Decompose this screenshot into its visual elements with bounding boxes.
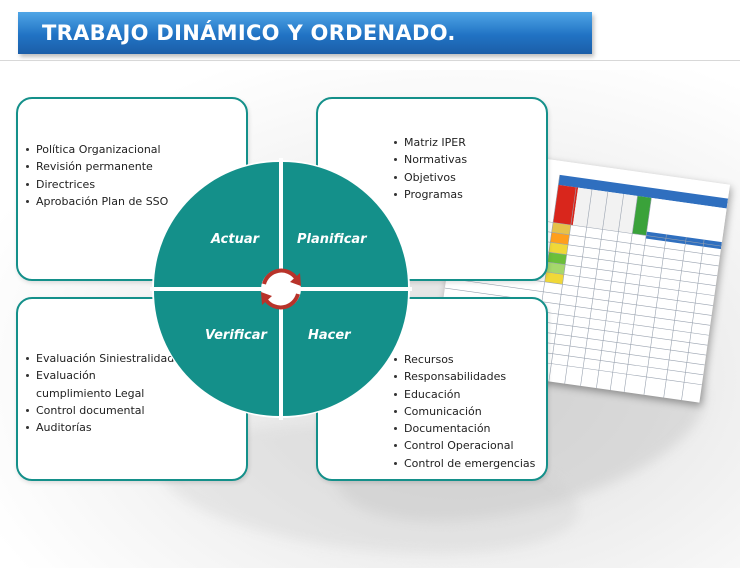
pdca-circle-graphic (150, 158, 412, 420)
list-item: Programas (394, 186, 467, 203)
list-item: Recursos (394, 351, 535, 368)
cycle-arrows-icon (261, 268, 301, 310)
list-item: Comunicación (394, 403, 535, 420)
list-item: Control documental (26, 402, 176, 419)
list-item: Evaluación cumplimiento Legal (26, 367, 146, 402)
list-item: Evaluación Siniestralidad (26, 350, 176, 367)
planificar-quadrant (283, 162, 408, 287)
pdca-cycle-circle: Actuar Planificar Verificar Hacer (150, 158, 412, 420)
list-item: Revisión permanente (26, 158, 168, 175)
list-item: Normativas (394, 151, 467, 168)
list-item: Control de emergencias (394, 455, 535, 472)
list-item: Responsabilidades (394, 368, 535, 385)
list-item: Matriz IPER (394, 134, 467, 151)
hacer-label: Hacer (308, 328, 351, 343)
actuar-quadrant (154, 162, 279, 287)
list-item: Auditorías (26, 419, 176, 436)
actuar-label: Actuar (211, 232, 260, 247)
list-item: Directrices (26, 176, 168, 193)
list-item: Documentación (394, 420, 535, 437)
verificar-quadrant (154, 291, 279, 416)
verificar-label: Verificar (205, 328, 267, 343)
list-item: Objetivos (394, 169, 467, 186)
list-item: Control Operacional (394, 437, 535, 454)
list-item: Política Organizacional (26, 141, 168, 158)
list-item: Educación (394, 386, 535, 403)
page-title: TRABAJO DINÁMICO Y ORDENADO. (42, 21, 456, 45)
title-banner: TRABAJO DINÁMICO Y ORDENADO. (18, 12, 592, 54)
list-item: Aprobación Plan de SSO (26, 193, 168, 210)
hacer-quadrant (283, 291, 408, 416)
planificar-label: Planificar (297, 232, 367, 247)
title-divider (0, 60, 740, 61)
